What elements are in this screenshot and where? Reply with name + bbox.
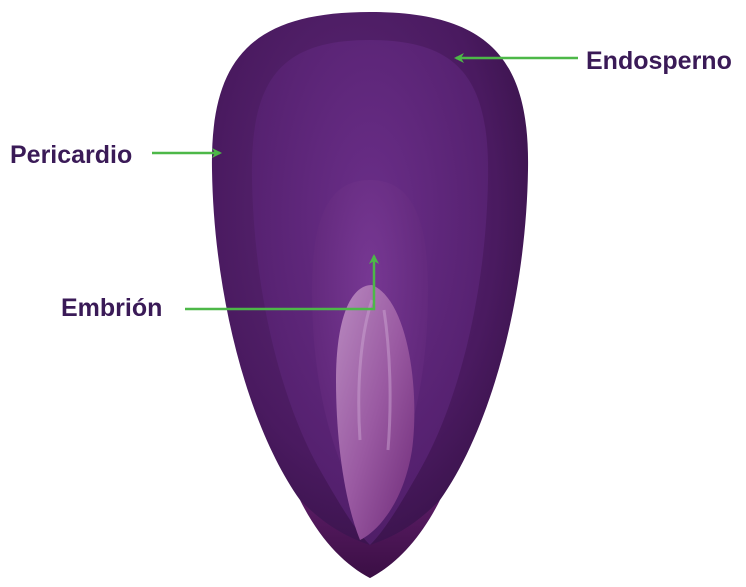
pericarp-label: Pericardio [10, 140, 132, 170]
endosperm-label: Endosperno [586, 46, 732, 76]
embryo-label: Embrión [61, 293, 162, 323]
